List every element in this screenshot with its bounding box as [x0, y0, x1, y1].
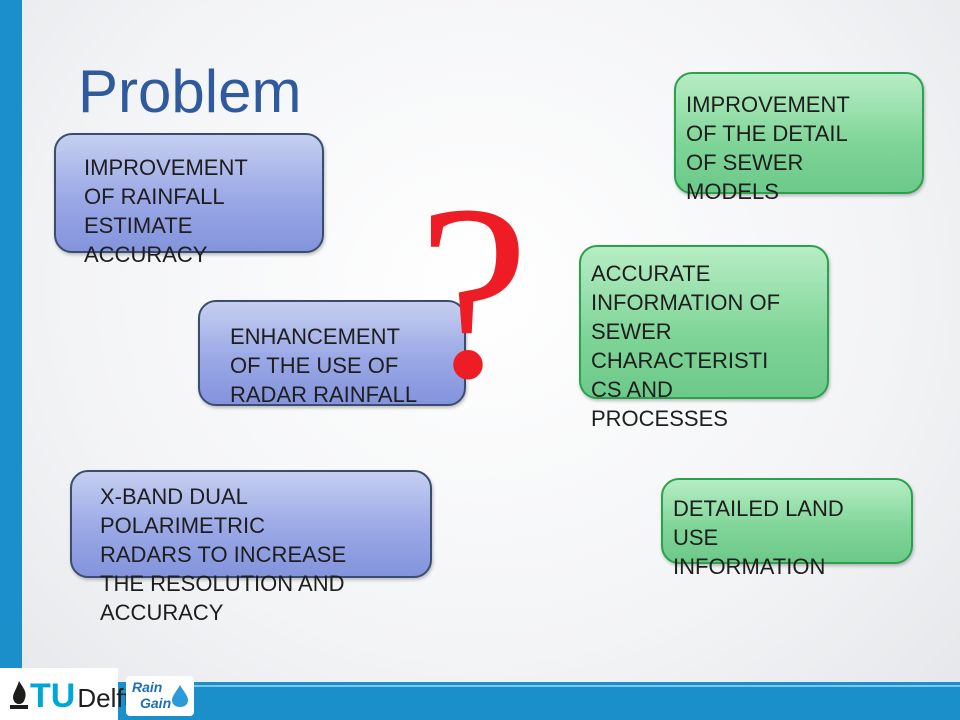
box-rainfall-accuracy: IMPROVEMENT OF RAINFALL ESTIMATE ACCURAC…: [54, 133, 324, 267]
tu-mark: TU: [30, 677, 76, 715]
box-sewer-models-text: IMPROVEMENT OF THE DETAIL OF SEWER MODEL…: [686, 92, 850, 204]
box-xband-radars: X-BAND DUAL POLARIMETRIC RADARS TO INCRE…: [70, 470, 432, 625]
footer-stripe: [190, 685, 960, 687]
box-radar-rainfall: ENHANCEMENT OF THE USE OF RADAR RAINFALL: [198, 300, 466, 407]
box-land-use-text: DETAILED LAND USE INFORMATION: [673, 496, 844, 579]
question-mark: ?: [418, 154, 529, 431]
title-line-1: Problem: [78, 58, 302, 125]
left-accent-bar: [0, 0, 22, 720]
box-sewer-characteristics-text: ACCURATE INFORMATION OF SEWER CHARACTERI…: [591, 261, 781, 431]
box-sewer-characteristics: ACCURATE INFORMATION OF SEWER CHARACTERI…: [579, 245, 829, 431]
box-land-use: DETAILED LAND USE INFORMATION: [661, 478, 913, 579]
box-radar-rainfall-text: ENHANCEMENT OF THE USE OF RADAR RAINFALL: [230, 324, 418, 407]
box-xband-radars-text: X-BAND DUAL POLARIMETRIC RADARS TO INCRE…: [100, 484, 347, 625]
raingain-logo-icon: Rain Gain: [126, 676, 194, 716]
raingain-text: Rain Gain: [132, 679, 172, 711]
box-sewer-models: IMPROVEMENT OF THE DETAIL OF SEWER MODEL…: [674, 72, 924, 204]
delft-text: Delft: [77, 683, 131, 713]
tu-flame-icon: [10, 681, 28, 709]
raindrop-icon: [172, 685, 188, 707]
tu-delft-logo-icon: TU Delft: [8, 675, 131, 715]
box-rainfall-accuracy-text: IMPROVEMENT OF RAINFALL ESTIMATE ACCURAC…: [84, 155, 248, 267]
